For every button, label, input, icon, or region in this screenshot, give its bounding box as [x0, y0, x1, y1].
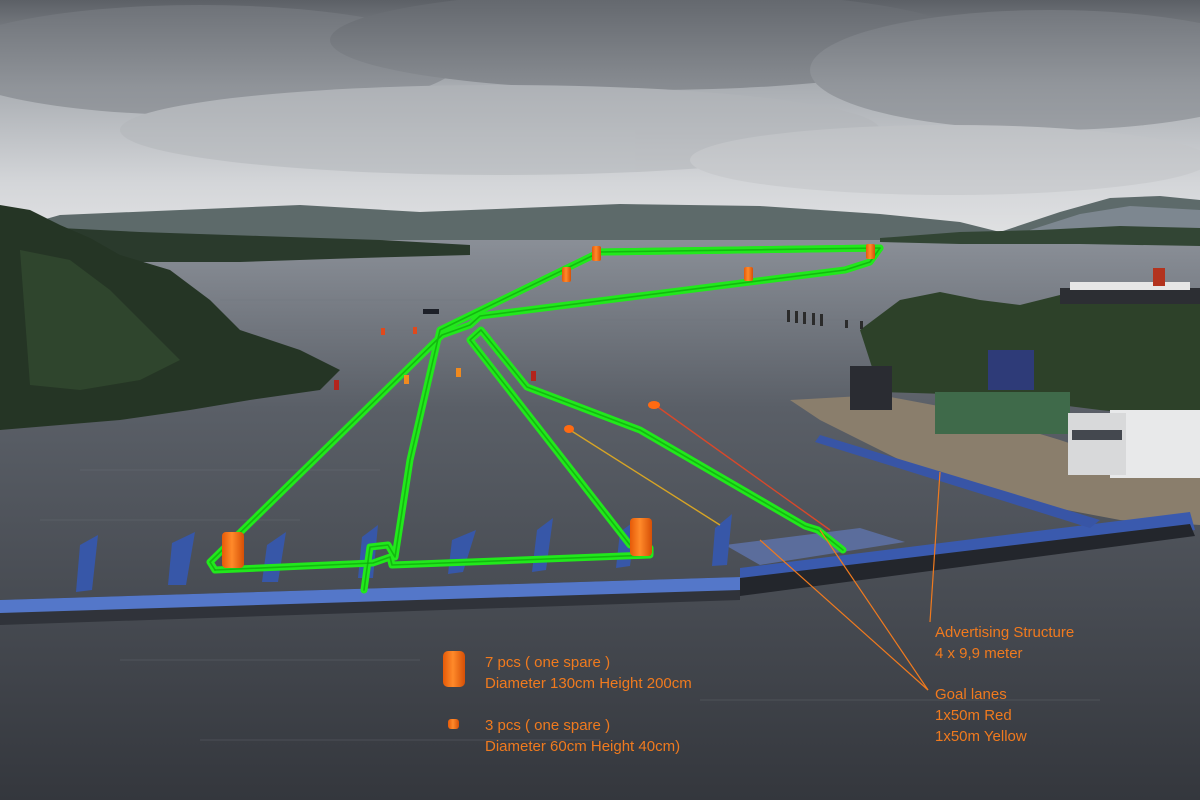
annotation-leader-lines: [759, 471, 941, 691]
large-buoy-size: Diameter 130cm Height 200cm: [485, 675, 692, 692]
tower-window: [1072, 430, 1122, 440]
large-buoy-icon: [592, 246, 601, 261]
large-buoy-icon: [866, 244, 875, 259]
goal-lanes-leader-yellow: [759, 539, 929, 691]
small-buoy-qty: 3 pcs ( one spare ): [485, 717, 610, 734]
wooden-piles: [787, 310, 863, 329]
screen-board: [850, 366, 892, 410]
advertising-leader: [929, 471, 941, 623]
goal-lanes-yellow: 1x50m Yellow: [935, 728, 1027, 745]
clouds: [0, 0, 1200, 195]
large-buoy-icon: [744, 267, 753, 281]
legend: 7 pcs ( one spare ) Diameter 130cm Heigh…: [443, 651, 692, 755]
steamer-boat: [1060, 268, 1200, 304]
large-buoys: [222, 244, 875, 568]
blue-structure: [988, 350, 1034, 390]
sand-beach: [790, 395, 1200, 525]
advertising-size: 4 x 9,9 meter: [935, 645, 1023, 662]
feather-flags: [76, 514, 732, 592]
pontoon-dock: [0, 435, 1195, 625]
right-far-treeline: [880, 226, 1200, 246]
annotations: Advertising Structure 4 x 9,9 meter Goal…: [935, 624, 1074, 745]
large-buoy-icon: [562, 267, 571, 282]
small-buoys: [334, 327, 660, 433]
large-buoy-qty: 7 pcs ( one spare ): [485, 654, 610, 671]
far-treeline: [60, 228, 470, 262]
goal-lanes-title: Goal lanes: [935, 686, 1007, 703]
small-boat: [423, 309, 439, 314]
small-buoy-legend-icon: [448, 719, 459, 729]
small-buoy-icon: [564, 425, 574, 433]
left-forest-highlights: [20, 250, 180, 390]
swim-course-route: [206, 244, 884, 594]
goal-lanes-leader-red: [819, 529, 929, 691]
large-buoy-icon: [222, 532, 244, 568]
grandstand: [935, 392, 1070, 434]
small-buoy-size: Diameter 60cm Height 40cm): [485, 738, 680, 755]
large-buoy-legend-icon: [443, 651, 465, 687]
goal-lanes-red: 1x50m Red: [935, 707, 1012, 724]
small-buoy-icon: [648, 401, 660, 409]
large-buoy-icon: [630, 518, 652, 556]
advertising-title: Advertising Structure: [935, 624, 1074, 641]
distant-hills: [0, 196, 1200, 245]
goal-lane-ropes: [569, 404, 831, 531]
judge-tower: [1068, 413, 1126, 475]
